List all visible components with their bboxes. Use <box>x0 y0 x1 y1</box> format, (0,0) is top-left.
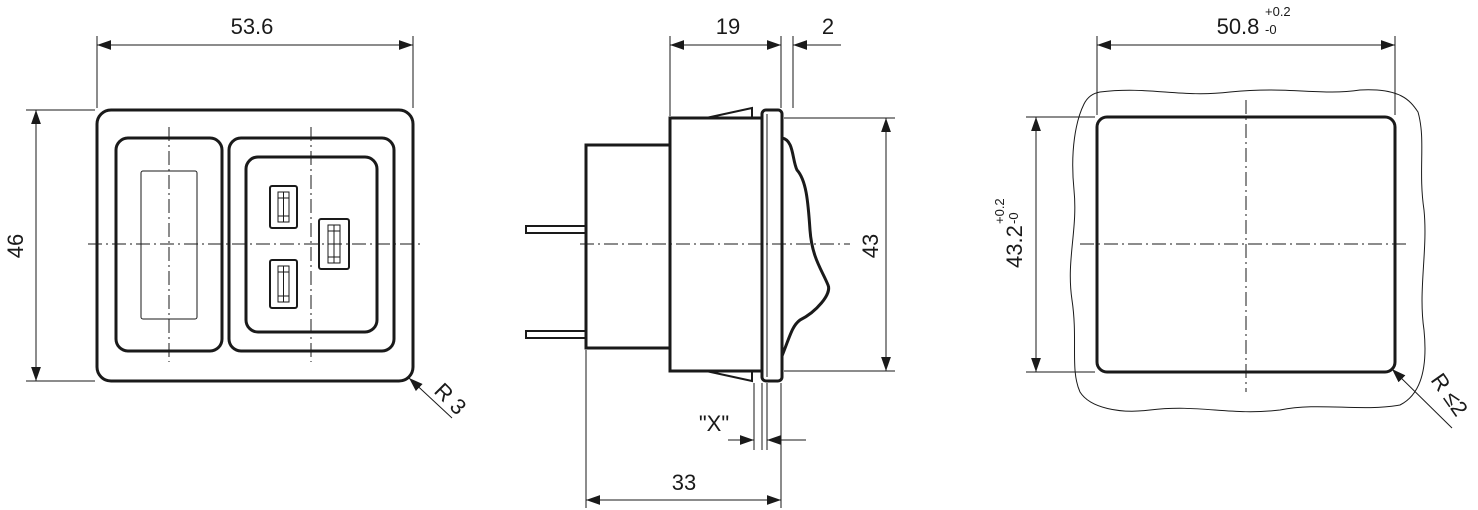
side-view: 19 2 43 "X" 33 <box>525 14 895 508</box>
side-total-label: 33 <box>672 470 696 495</box>
side-flange-outer <box>760 108 784 383</box>
cutout-height-tol-lower: -0 <box>1006 212 1021 224</box>
front-pin-bottom-left <box>269 259 298 309</box>
cutout-view: 50.8 +0.2 -0 43.2 +0.2 -0 R ≤2 <box>992 4 1473 429</box>
front-pin-top-left <box>269 185 298 229</box>
front-radius-leader <box>408 377 453 419</box>
side-x-label: "X" <box>699 411 729 436</box>
front-width-label: 53.6 <box>231 14 274 39</box>
front-view: 53.6 46 R 3 <box>3 14 471 420</box>
side-height-label: 43 <box>858 234 883 258</box>
side-terminal-top <box>525 225 586 234</box>
cutout-height-tol-upper: +0.2 <box>992 198 1007 224</box>
side-snap-clip-top <box>705 106 753 119</box>
cutout-height-label: 43.2 <box>1002 225 1027 268</box>
front-height-label: 46 <box>3 234 28 258</box>
front-housing-outline <box>95 108 415 383</box>
cutout-radius-leader <box>1391 368 1453 429</box>
cutout-radius-label: R ≤2 <box>1426 369 1473 421</box>
panel-break-outline <box>1069 89 1426 413</box>
side-terminal-bottom <box>525 330 586 339</box>
side-rear-body <box>584 143 672 350</box>
cutout-width-tol-lower: -0 <box>1265 22 1277 37</box>
front-radius-label: R 3 <box>429 378 471 420</box>
cutout-width-label: 50.8 <box>1217 14 1260 39</box>
cutout-width-tol-upper: +0.2 <box>1265 4 1291 19</box>
side-rocker-profile <box>780 136 831 357</box>
side-snap-clip-bottom <box>705 370 753 383</box>
side-dim-2-label: 2 <box>822 14 834 39</box>
side-dim-19-label: 19 <box>716 14 740 39</box>
